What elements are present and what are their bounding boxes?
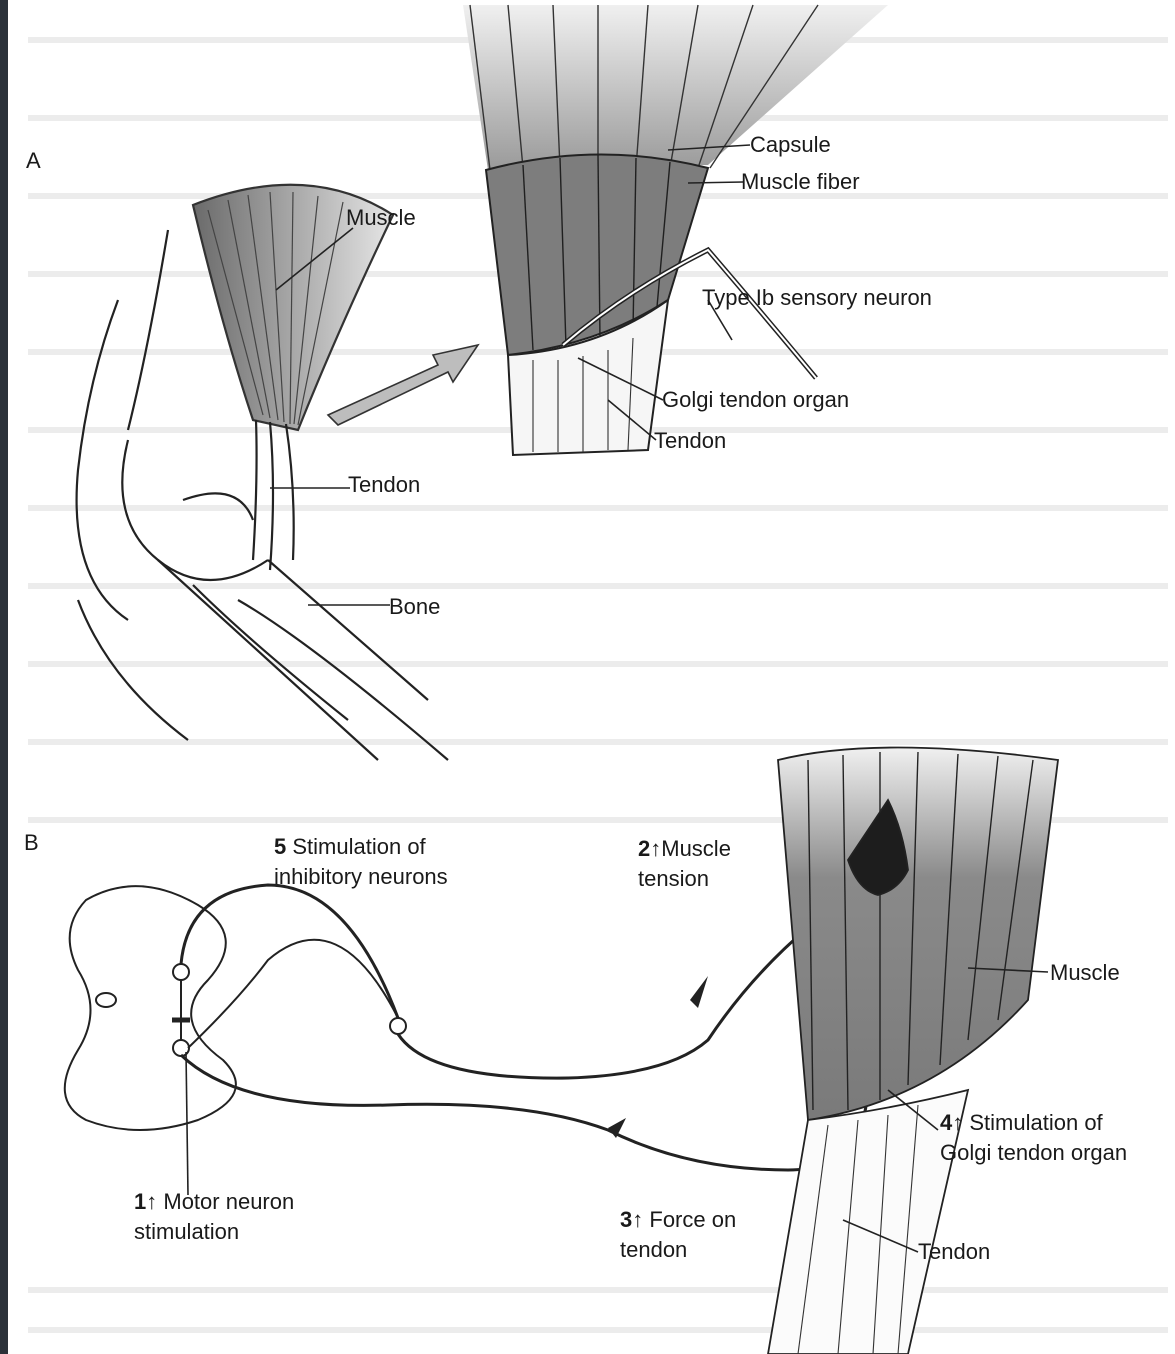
label-tendon: Tendon — [348, 470, 420, 500]
muscle-b-drawing — [768, 748, 1058, 1354]
label-step2: 2↑Muscle tension — [638, 834, 731, 894]
step1-number: 1↑ — [134, 1189, 157, 1214]
step4-text-2: Golgi tendon organ — [940, 1140, 1127, 1165]
spinal-cord-drawing — [65, 885, 868, 1170]
label-muscle-fiber: Muscle fiber — [741, 167, 860, 197]
step2-text: Muscle — [661, 836, 731, 861]
label-bone: Bone — [389, 592, 440, 622]
label-type-ib-neuron: Type Ib sensory neuron — [702, 283, 932, 313]
label-capsule: Capsule — [750, 130, 831, 160]
step2-number: 2↑ — [638, 836, 661, 861]
label-muscle-b: Muscle — [1050, 958, 1120, 988]
label-golgi-tendon-organ: Golgi tendon organ — [662, 385, 849, 415]
figure-page: A B Muscle Tendon Bone Capsule Muscle fi… — [8, 0, 1175, 1354]
step5-text: Stimulation of — [292, 834, 425, 859]
step1-text-2: stimulation — [134, 1219, 239, 1244]
step3-number: 3↑ — [620, 1207, 643, 1232]
step3-text-2: tendon — [620, 1237, 687, 1262]
label-tendon-detail: Tendon — [654, 426, 726, 456]
label-step3: 3↑ Force on tendon — [620, 1205, 736, 1265]
step5-text-2: inhibitory neurons — [274, 864, 448, 889]
step4-number: 4↑ — [940, 1110, 963, 1135]
label-muscle: Muscle — [346, 203, 416, 233]
label-step5: 5 Stimulation of inhibitory neurons — [274, 832, 448, 892]
step2-text-2: tension — [638, 866, 709, 891]
step5-number: 5 — [274, 834, 286, 859]
label-step4: 4↑ Stimulation of Golgi tendon organ — [940, 1108, 1127, 1168]
pathway-arrowheads — [608, 976, 708, 1138]
panel-b-label: B — [24, 828, 39, 858]
step3-text: Force on — [649, 1207, 736, 1232]
label-tendon-b: Tendon — [918, 1237, 990, 1267]
step4-text: Stimulation of — [969, 1110, 1102, 1135]
label-step1: 1↑ Motor neuron stimulation — [134, 1187, 294, 1247]
zoom-arrow — [328, 345, 478, 425]
step1-text: Motor neuron — [163, 1189, 294, 1214]
panel-a-label: A — [26, 146, 41, 176]
